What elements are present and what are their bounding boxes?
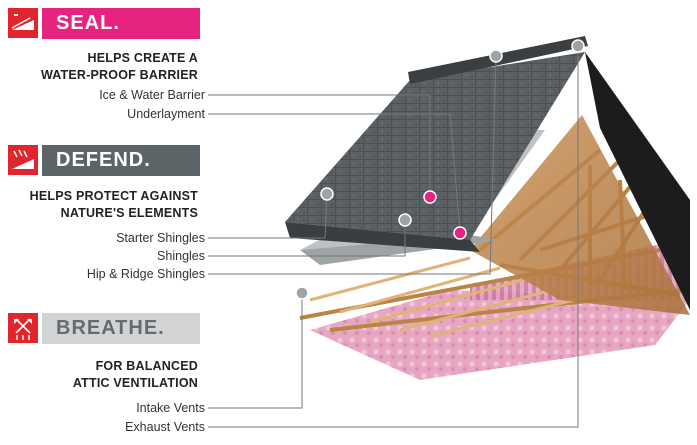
marker-exhaust-vents: [571, 39, 585, 53]
roof-decking: [470, 115, 690, 315]
defend-title: DEFEND.: [56, 149, 151, 171]
marker-hip-ridge: [489, 49, 503, 63]
defend-icon: [8, 145, 38, 175]
callout-markers: [295, 39, 585, 300]
label-exhaust-vents: Exhaust Vents: [125, 420, 205, 434]
marker-intake-vents: [295, 286, 309, 300]
marker-shingles: [398, 213, 412, 227]
defend-heading: HELPS PROTECT AGAINST NATURE'S ELEMENTS: [30, 188, 198, 222]
seal-icon: [8, 8, 38, 38]
label-starter-shingles: Starter Shingles: [116, 231, 205, 245]
seal-title: SEAL.: [56, 12, 120, 34]
breathe-icon: [8, 313, 38, 343]
label-hip-ridge-shingles: Hip & Ridge Shingles: [86, 267, 205, 281]
seal-banner: SEAL.: [42, 8, 200, 39]
defend-banner: DEFEND.: [42, 145, 200, 176]
shingle-field: [285, 52, 585, 240]
breathe-banner: BREATHE.: [42, 313, 200, 344]
attic-framing-highlights: [309, 256, 591, 338]
marker-underlayment: [453, 226, 467, 240]
starter-strip: [285, 222, 480, 252]
defend-heading-line-2: NATURE'S ELEMENTS: [60, 206, 198, 220]
breathe-heading-line-2: ATTIC VENTILATION: [72, 376, 198, 390]
seal-heading: HELPS CREATE A WATER-PROOF BARRIER: [41, 50, 198, 84]
marker-ice-water-barrier: [423, 190, 437, 204]
defend-heading-line-1: HELPS PROTECT AGAINST: [29, 189, 198, 203]
underlayment-black: [585, 52, 690, 310]
breathe-heading: FOR BALANCED ATTIC VENTILATION: [73, 358, 198, 392]
marker-starter-shingles: [320, 187, 334, 201]
label-underlayment: Underlayment: [127, 107, 205, 121]
seal-heading-line-1: HELPS CREATE A: [87, 51, 198, 65]
breathe-heading-line-1: FOR BALANCED: [95, 359, 198, 373]
label-ice-water-barrier: Ice & Water Barrier: [99, 88, 205, 102]
label-intake-vents: Intake Vents: [136, 401, 205, 415]
label-shingles: Shingles: [157, 249, 205, 263]
seal-heading-line-2: WATER-PROOF BARRIER: [40, 68, 198, 82]
breathe-title: BREATHE.: [56, 317, 165, 339]
leader-lines: [208, 46, 579, 428]
